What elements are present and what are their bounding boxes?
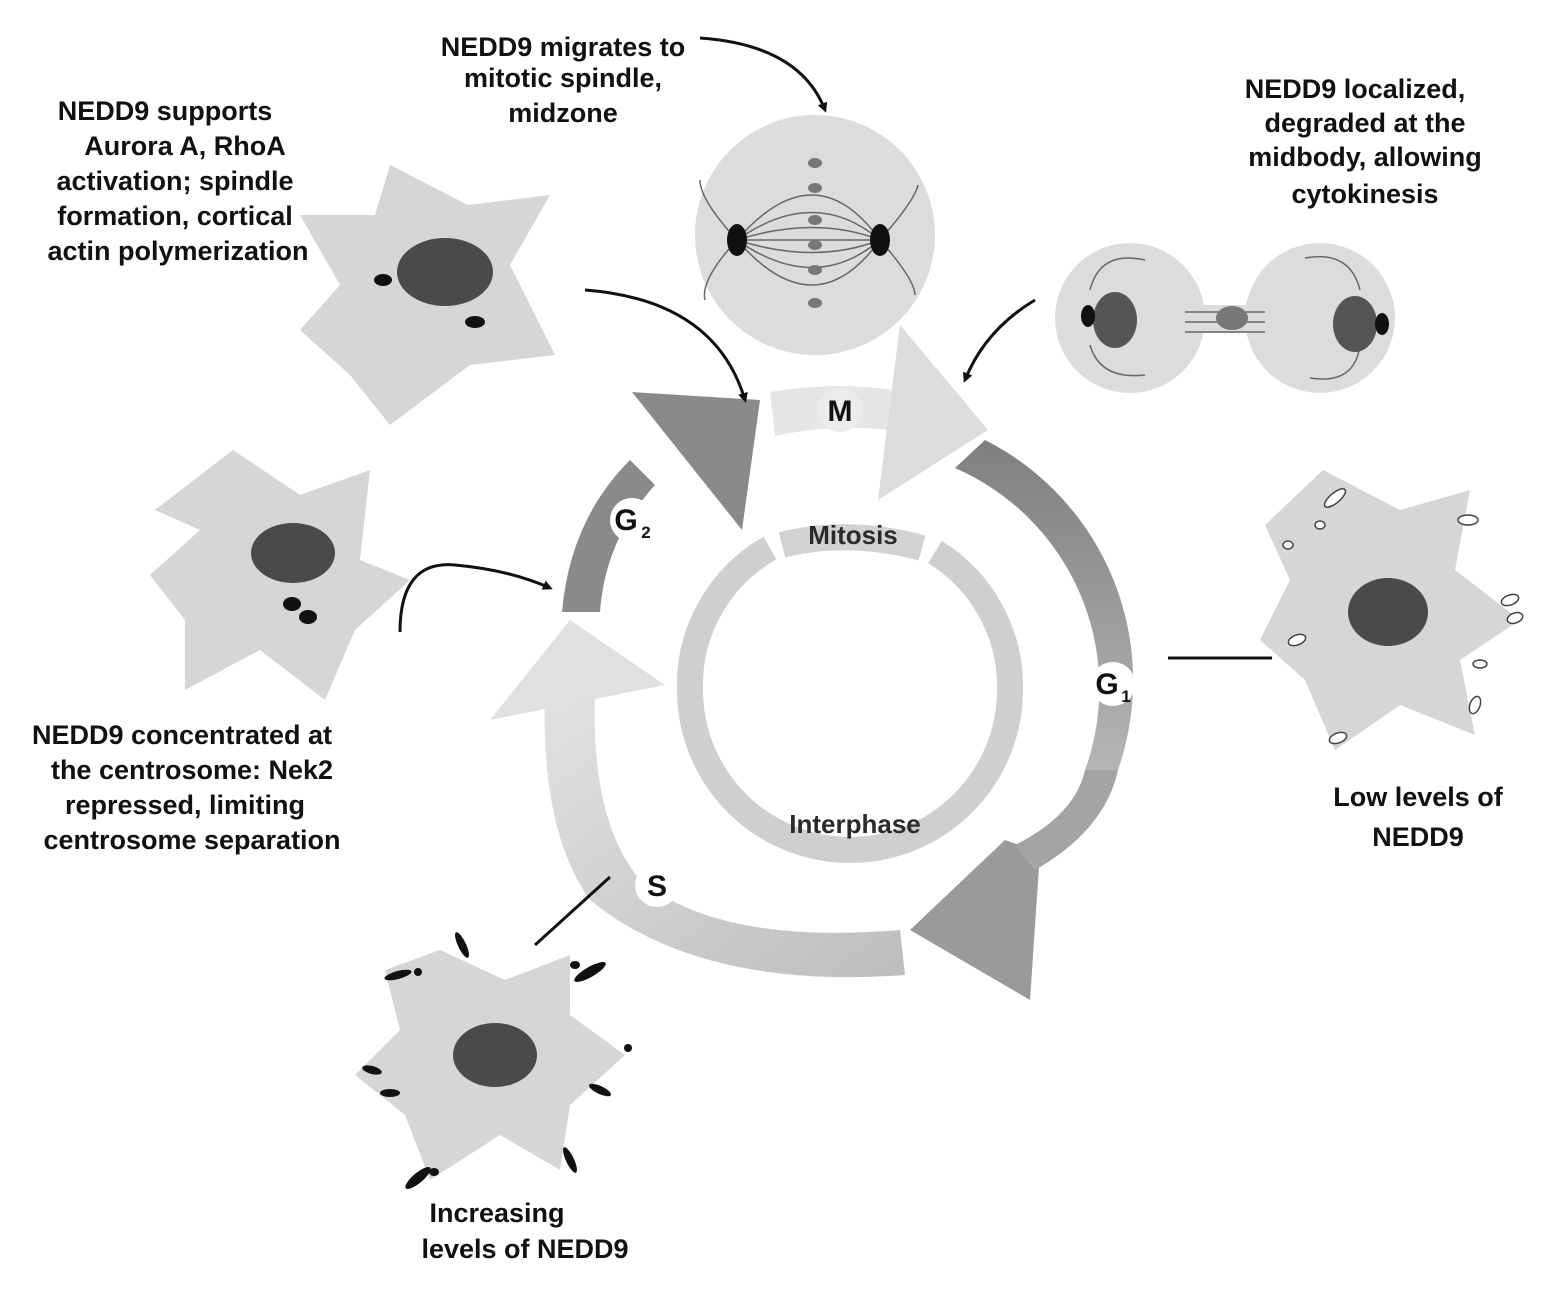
svg-text:NEDD9: NEDD9 bbox=[1372, 822, 1464, 852]
svg-text:NEDD9 supports: NEDD9 supports bbox=[58, 96, 273, 126]
svg-text:formation, cortical: formation, cortical bbox=[57, 201, 293, 231]
cell-spindle-formation bbox=[300, 165, 555, 425]
note-localized: NEDD9 localized, degraded at the midbody… bbox=[1245, 74, 1482, 209]
g1-arc bbox=[955, 440, 1134, 770]
svg-text:the centrosome: Nek2: the centrosome: Nek2 bbox=[51, 755, 333, 785]
arrow-concentrated bbox=[398, 563, 553, 633]
arrow-localized bbox=[962, 298, 1036, 383]
note-low-levels: Low levels of NEDD9 bbox=[1333, 782, 1504, 852]
svg-text:M: M bbox=[828, 395, 853, 428]
g2-arrowhead bbox=[632, 392, 760, 530]
phase-g1: G 1 bbox=[1091, 662, 1135, 706]
svg-text:midzone: midzone bbox=[508, 98, 618, 128]
svg-text:cytokinesis: cytokinesis bbox=[1291, 179, 1438, 209]
svg-text:activation; spindle: activation; spindle bbox=[56, 166, 293, 196]
cytokinesis-cell bbox=[1055, 243, 1395, 393]
note-migrates: NEDD9 migrates to mitotic spindle, midzo… bbox=[441, 32, 686, 128]
note-concentrated: NEDD9 concentrated at the centrosome: Ne… bbox=[32, 720, 341, 855]
cell-low-nedd9 bbox=[1260, 470, 1524, 750]
svg-text:degraded at the: degraded at the bbox=[1264, 108, 1465, 138]
cell-centrosome bbox=[150, 450, 410, 700]
svg-text:NEDD9 localized,: NEDD9 localized, bbox=[1245, 74, 1466, 104]
svg-text:midbody, allowing: midbody, allowing bbox=[1248, 142, 1482, 172]
svg-text:centrosome separation: centrosome separation bbox=[43, 825, 340, 855]
s-arrowhead bbox=[490, 620, 665, 720]
mitotic-spindle-cell bbox=[695, 115, 935, 355]
s-arc bbox=[544, 690, 905, 978]
cell-increasing-nedd9 bbox=[355, 932, 632, 1189]
ring-label-interphase: Interphase bbox=[789, 809, 921, 839]
phase-m: M bbox=[818, 388, 862, 432]
svg-text:G: G bbox=[614, 504, 637, 537]
svg-text:G: G bbox=[1095, 668, 1118, 701]
svg-text:S: S bbox=[647, 870, 667, 903]
phase-s: S bbox=[635, 863, 679, 907]
svg-text:levels of NEDD9: levels of NEDD9 bbox=[421, 1234, 628, 1264]
phase-g2: G 2 bbox=[610, 498, 654, 542]
inner-ring bbox=[676, 524, 1024, 863]
note-supports: NEDD9 supports Aurora A, RhoA activation… bbox=[47, 96, 308, 266]
ring-label-mitosis: Mitosis bbox=[808, 520, 898, 550]
svg-text:mitotic spindle,: mitotic spindle, bbox=[464, 63, 662, 93]
note-increasing: Increasing levels of NEDD9 bbox=[421, 1198, 628, 1264]
m-arrowhead bbox=[878, 325, 988, 500]
arrow-supports bbox=[584, 288, 748, 403]
svg-text:2: 2 bbox=[641, 523, 650, 542]
g2-arc bbox=[562, 460, 655, 612]
svg-text:repressed, limiting: repressed, limiting bbox=[65, 790, 305, 820]
svg-text:1: 1 bbox=[1121, 687, 1130, 706]
arrow-migrates bbox=[699, 36, 828, 113]
svg-text:Aurora A, RhoA: Aurora A, RhoA bbox=[84, 131, 286, 161]
connectors bbox=[398, 36, 1272, 947]
g1-arrowhead bbox=[910, 840, 1040, 1000]
svg-text:Low levels of: Low levels of bbox=[1333, 782, 1504, 812]
svg-text:Increasing: Increasing bbox=[429, 1198, 564, 1228]
svg-text:NEDD9 concentrated at: NEDD9 concentrated at bbox=[32, 720, 332, 750]
svg-text:NEDD9 migrates to: NEDD9 migrates to bbox=[441, 32, 686, 62]
line-increasing bbox=[533, 875, 612, 947]
svg-text:actin polymerization: actin polymerization bbox=[47, 236, 308, 266]
cell-cycle-wheel: M G 2 G 1 S Mitosis Interphase bbox=[490, 325, 1135, 1000]
